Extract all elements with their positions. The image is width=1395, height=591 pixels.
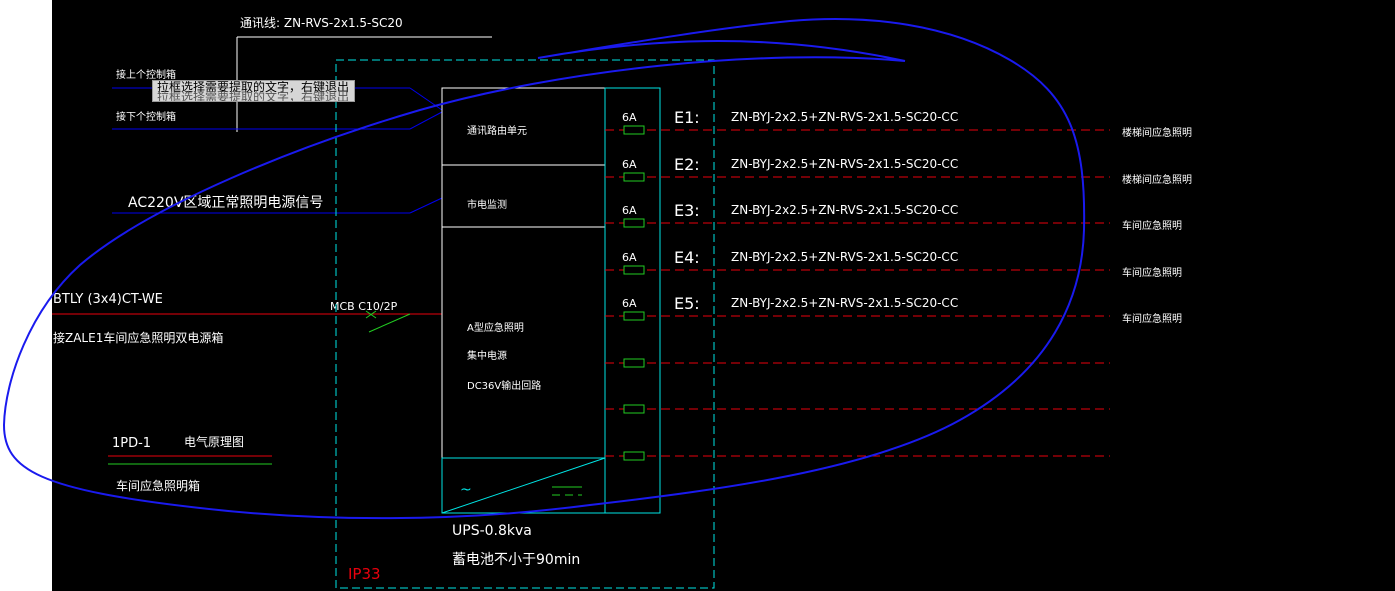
fuse-rating: 6A xyxy=(622,251,637,264)
top-comm-label: 通讯线: ZN-RVS-2x1.5-SC20 xyxy=(240,16,403,30)
circuit-id: E3: xyxy=(674,201,700,220)
circuit-row: 6A E1: ZN-BYJ-2x2.5+ZN-RVS-2x1.5-SC20-CC 楼梯… xyxy=(605,108,1192,139)
circuit-row: 6A E4: ZN-BYJ-2x2.5+ZN-RVS-2x1.5-SC20-CC 车间… xyxy=(605,248,1182,279)
fuse-symbol xyxy=(623,265,645,275)
source-line1: A型应急照明 xyxy=(467,321,524,334)
ups-line1: UPS-0.8kva xyxy=(452,523,532,539)
freehand-annotation-loop xyxy=(2,18,1086,520)
output-circuits: 6A E1: ZN-BYJ-2x2.5+ZN-RVS-2x1.5-SC20-CC 楼梯… xyxy=(605,108,1192,461)
fuse-symbol xyxy=(623,358,645,368)
text-extract-tooltip: 拉框选择需要提取的文字，右键退出 拉框选择需要提取的文字，右键退出 xyxy=(152,80,355,102)
circuit-row xyxy=(605,404,1110,414)
circuit-id: E1: xyxy=(674,108,700,127)
fuse-rating: 6A xyxy=(622,158,637,171)
circuit-row: 6A E5: ZN-BYJ-2x2.5+ZN-RVS-2x1.5-SC20-CC 车间… xyxy=(605,294,1182,325)
fuse-symbol xyxy=(623,451,645,461)
circuit-cable: ZN-BYJ-2x2.5+ZN-RVS-2x1.5-SC20-CC xyxy=(731,296,958,310)
tooltip-ghost-text: 拉框选择需要提取的文字，右键退出 xyxy=(157,90,350,102)
ups-line2: 蓄电池不小于90min xyxy=(452,552,580,568)
fuse-symbol xyxy=(623,404,645,414)
source-line2: 集中电源 xyxy=(467,349,507,362)
fuse-symbol xyxy=(623,125,645,135)
circuit-row xyxy=(605,451,1110,461)
power-cable-label: BTLY (3x4)CT-WE xyxy=(53,292,163,307)
circuit-destination: 车间应急照明 xyxy=(1122,266,1182,279)
fuse-rating: 6A xyxy=(622,204,637,217)
fuse-symbol xyxy=(623,218,645,228)
circuit-destination: 楼梯间应急照明 xyxy=(1122,173,1192,186)
source-line3: DC36V输出回路 xyxy=(467,379,541,392)
fuse-symbol xyxy=(623,311,645,321)
circuit-cable: ZN-BYJ-2x2.5+ZN-RVS-2x1.5-SC20-CC xyxy=(731,250,958,264)
source-label: 接ZALE1车间应急照明双电源箱 xyxy=(53,330,223,345)
circuit-id: E2: xyxy=(674,155,700,174)
circuit-destination: 车间应急照明 xyxy=(1122,312,1182,325)
breaker-label: MCB C10/2P xyxy=(330,300,398,313)
ip-rating: IP33 xyxy=(348,565,381,583)
fuse-symbol xyxy=(623,172,645,182)
lower-box-label: 接下个控制箱 xyxy=(116,110,176,123)
circuit-destination: 车间应急照明 xyxy=(1122,219,1182,232)
circuit-row: 6A E2: ZN-BYJ-2x2.5+ZN-RVS-2x1.5-SC20-CC 楼梯… xyxy=(605,155,1192,186)
breaker-symbol xyxy=(365,310,411,333)
fuse-rating: 6A xyxy=(622,111,637,124)
enclosure-dashed-border xyxy=(335,59,715,589)
box-name-label: 车间应急照明箱 xyxy=(116,478,200,493)
module-block xyxy=(441,87,606,459)
circuit-row: 6A E3: ZN-BYJ-2x2.5+ZN-RVS-2x1.5-SC20-CC 车间… xyxy=(605,201,1182,232)
tooltip-text: 拉框选择需要提取的文字，右键退出 xyxy=(157,80,350,94)
diagram-title: 电气原理图 xyxy=(184,434,244,449)
diagram-id: 1PD-1 xyxy=(112,436,151,451)
circuit-id: E4: xyxy=(674,248,700,267)
circuit-cable: ZN-BYJ-2x2.5+ZN-RVS-2x1.5-SC20-CC xyxy=(731,203,958,217)
circuit-destination: 楼梯间应急照明 xyxy=(1122,126,1192,139)
mains-monitor-label: 市电监测 xyxy=(467,198,507,211)
circuit-id: E5: xyxy=(674,294,700,313)
circuit-row xyxy=(605,358,1110,368)
fuse-column xyxy=(604,87,661,514)
ac-signal-label: AC220V区域正常照明电源信号 xyxy=(128,195,323,211)
circuit-cable: ZN-BYJ-2x2.5+ZN-RVS-2x1.5-SC20-CC xyxy=(731,110,958,124)
dc-symbol xyxy=(552,486,582,496)
comm-unit-label: 通讯路由单元 xyxy=(467,124,527,137)
circuit-cable: ZN-BYJ-2x2.5+ZN-RVS-2x1.5-SC20-CC xyxy=(731,157,958,171)
ac-symbol: ~ xyxy=(460,482,472,498)
fuse-rating: 6A xyxy=(622,297,637,310)
upper-box-label: 接上个控制箱 xyxy=(116,68,176,81)
